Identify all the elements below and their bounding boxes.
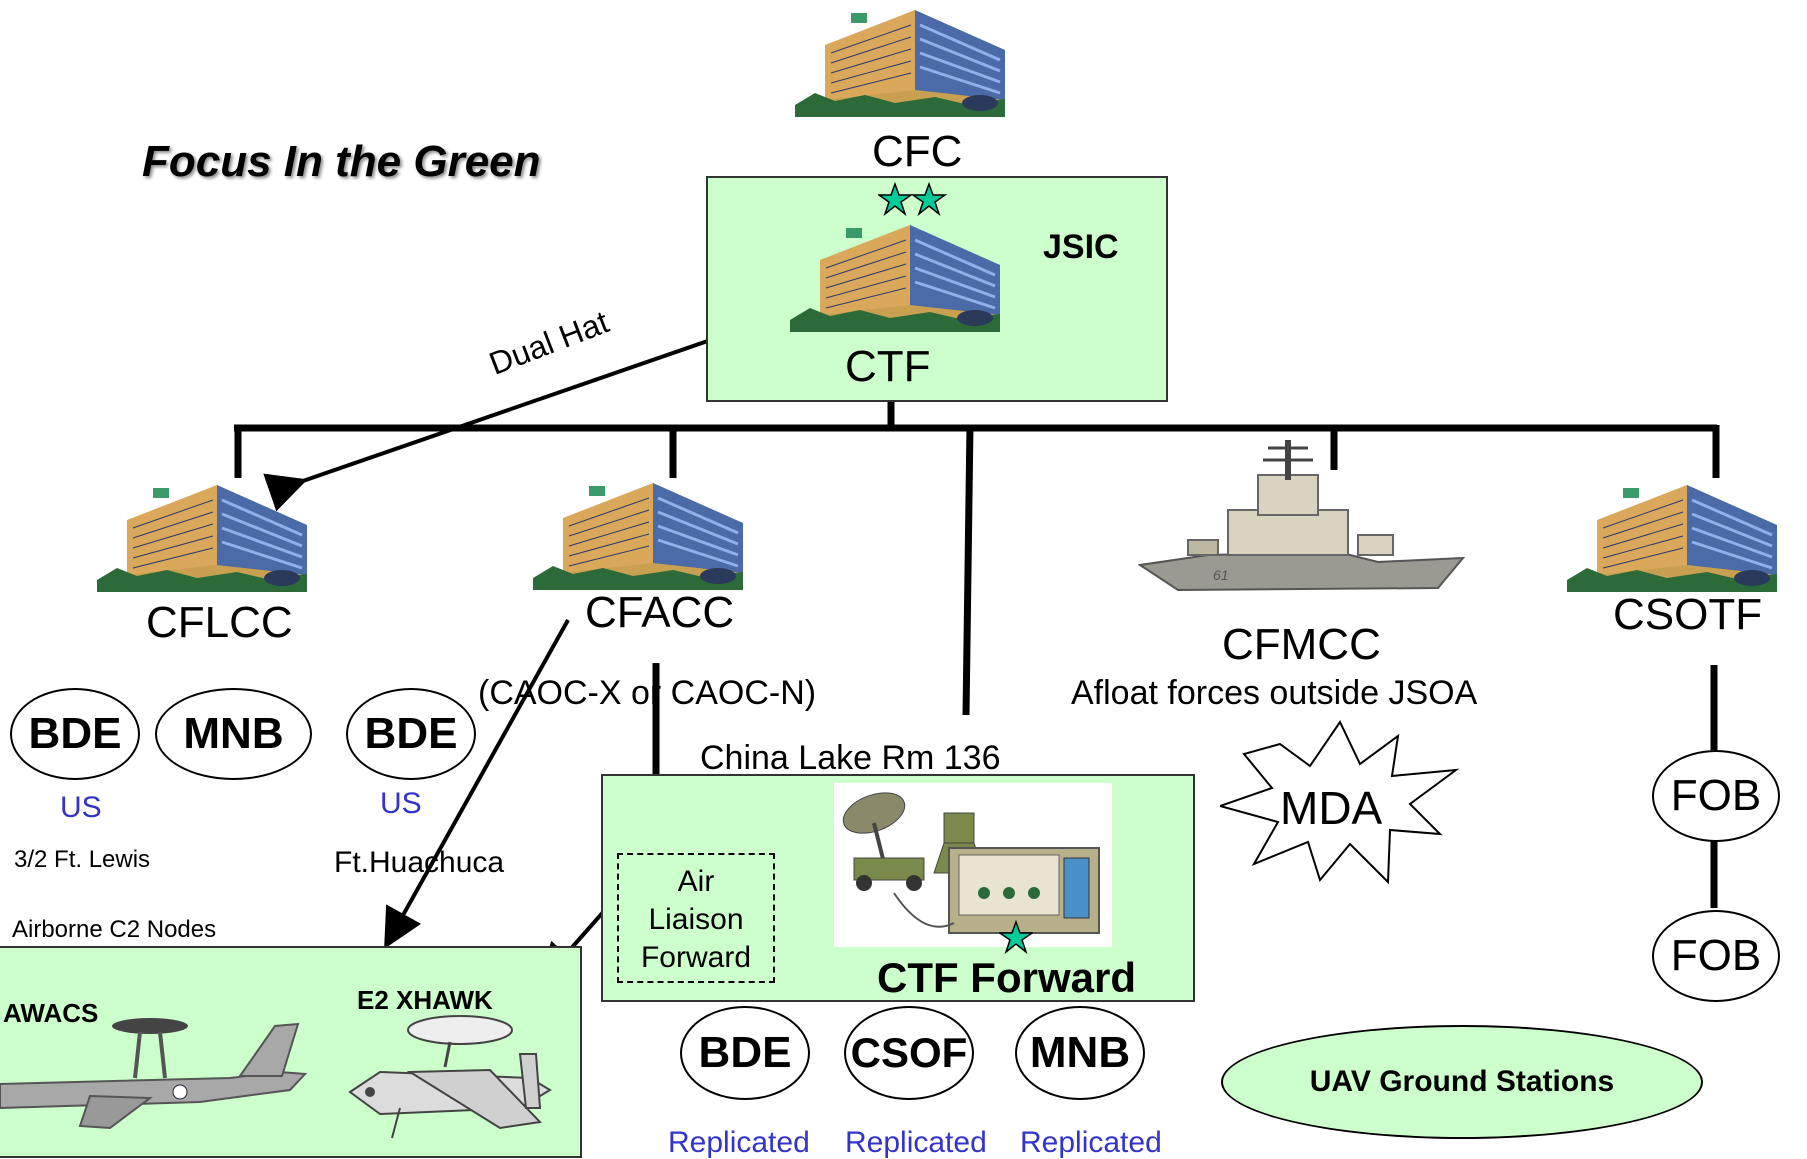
svg-text:61: 61 xyxy=(1213,567,1229,583)
dual-hat-arrow xyxy=(263,307,788,512)
diagram-title: Focus In the Green xyxy=(142,137,541,186)
cfacc-us-label: US xyxy=(380,787,422,820)
e2-hawkeye-icon xyxy=(348,1015,552,1139)
cfacc-bde-oval: BDE xyxy=(346,688,476,780)
ctf-forward-label: CTF Forward xyxy=(877,954,1136,1001)
china-lake-label: China Lake Rm 136 xyxy=(700,739,1001,777)
forward-mnb-note: Replicated xyxy=(1020,1126,1162,1159)
forward-csof-oval: CSOF xyxy=(844,1006,974,1100)
forward-bde-oval: BDE xyxy=(680,1006,810,1100)
air-liaison-line-2: Liaison xyxy=(648,903,744,936)
awacs-label: AWACS xyxy=(3,998,99,1028)
cflcc-bde-oval: BDE xyxy=(10,688,140,780)
uav-label: UAV Ground Stations xyxy=(1309,1065,1615,1098)
csotf-building-icon xyxy=(1567,483,1777,592)
cfacc-sub-label: (CAOC-X or CAOC-N) xyxy=(478,674,817,712)
warship-icon: 61 xyxy=(1138,440,1466,592)
awacs-aircraft-icon xyxy=(0,1018,308,1130)
china-lake-branch-line xyxy=(962,424,974,716)
mda-label: MDA xyxy=(1280,782,1383,834)
star-icon xyxy=(999,920,1033,954)
air-liaison-line-1: Air xyxy=(677,865,715,898)
forward-bde-note: Replicated xyxy=(668,1126,810,1159)
ctf-forward-image xyxy=(834,783,1112,947)
ctf-building-icon xyxy=(790,223,1000,332)
ctf-label: CTF xyxy=(845,342,931,391)
cfc-label: CFC xyxy=(872,127,963,176)
cflcc-label: CFLCC xyxy=(146,598,293,647)
cflcc-mnb-oval: MNB xyxy=(155,688,312,780)
cfc-building-icon xyxy=(795,8,1005,117)
field-equipment-icon xyxy=(842,792,1100,934)
cflcc-us-label: US xyxy=(60,791,102,824)
cflcc-building-icon xyxy=(97,483,307,592)
forward-mnb-oval: MNB xyxy=(1015,1006,1145,1100)
forward-csof-note: Replicated xyxy=(845,1126,987,1159)
two-star-icon xyxy=(878,182,948,217)
cfacc-airborne-arrow xyxy=(384,619,570,949)
cflcc-location-label: 3/2 Ft. Lewis xyxy=(14,846,151,873)
air-liaison-line-3: Forward xyxy=(640,941,752,974)
e2-label: E2 XHAWK xyxy=(357,985,493,1015)
airborne-label: Airborne C2 Nodes xyxy=(12,916,217,943)
mda-burst-icon xyxy=(1220,719,1460,885)
cfmcc-sub-label: Afloat forces outside JSOA xyxy=(1071,674,1478,712)
fob-oval-1: FOB xyxy=(1652,750,1780,842)
air-liaison-box: Air Liaison Forward xyxy=(617,853,775,983)
jsic-label: JSIC xyxy=(1043,228,1119,266)
cfmcc-label: CFMCC xyxy=(1222,620,1381,669)
csotf-label: CSOTF xyxy=(1613,590,1763,639)
fob-oval-2: FOB xyxy=(1652,910,1780,1002)
cfacc-building-icon xyxy=(533,481,743,590)
uav-ground-stations-oval: UAV Ground Stations xyxy=(1221,1025,1703,1139)
cfacc-label: CFACC xyxy=(585,588,735,637)
cfacc-location-label: Ft.Huachuca xyxy=(334,846,505,879)
